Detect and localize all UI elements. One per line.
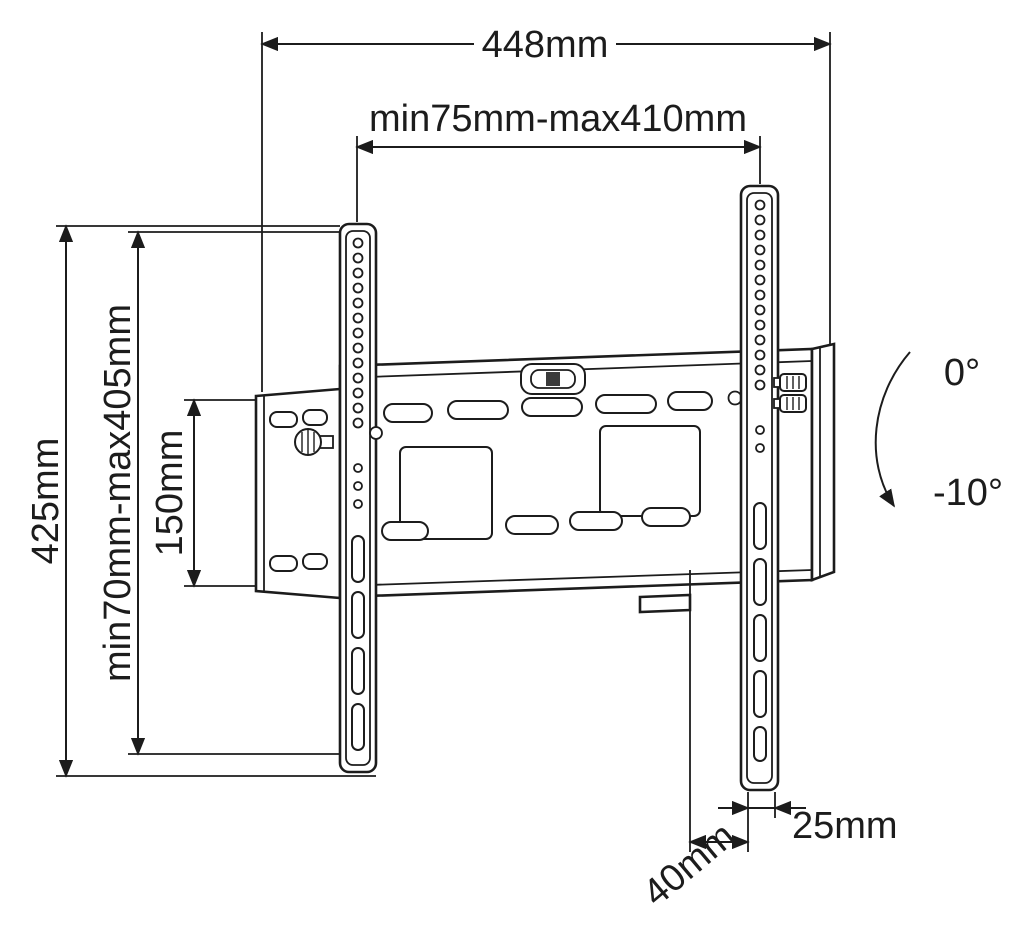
plate-bottom-slots bbox=[381, 507, 691, 541]
dim-label-overall-width: 448mm bbox=[482, 24, 609, 66]
dim-label-bracket-height: 150mm bbox=[149, 430, 191, 557]
left-rail-holes bbox=[352, 237, 364, 509]
right-rail bbox=[727, 184, 807, 792]
dimension-lines bbox=[58, 36, 911, 850]
left-rail bbox=[338, 222, 383, 774]
tension-knob-left bbox=[294, 428, 334, 456]
tension-knobs-right bbox=[773, 373, 807, 413]
spirit-level bbox=[520, 363, 586, 395]
wall-plate-end-cap bbox=[810, 342, 836, 582]
tilt-label-min: -10° bbox=[933, 472, 1003, 514]
dim-label-height-range: min70mm-max405mm bbox=[97, 304, 139, 682]
right-rail-bolt bbox=[727, 390, 743, 406]
left-rail-bolt bbox=[369, 426, 383, 440]
dim-label-depth-front: 25mm bbox=[792, 805, 898, 847]
dim-label-overall-height: 425mm bbox=[25, 438, 67, 565]
wall-plate bbox=[338, 342, 836, 614]
tilt-arrow bbox=[874, 351, 911, 508]
right-rail-slots bbox=[753, 502, 767, 762]
left-wing-bracket bbox=[254, 387, 342, 600]
tilt-label-max: 0° bbox=[944, 352, 980, 394]
dim-label-width-range: min75mm-max410mm bbox=[369, 98, 747, 140]
plate-bottom-tab bbox=[638, 593, 692, 614]
plate-cutout-left bbox=[399, 446, 493, 540]
plate-top-slots bbox=[383, 391, 713, 423]
left-rail-slots bbox=[351, 535, 365, 751]
right-rail-holes bbox=[754, 199, 766, 453]
plate-cutout-right bbox=[599, 425, 701, 517]
